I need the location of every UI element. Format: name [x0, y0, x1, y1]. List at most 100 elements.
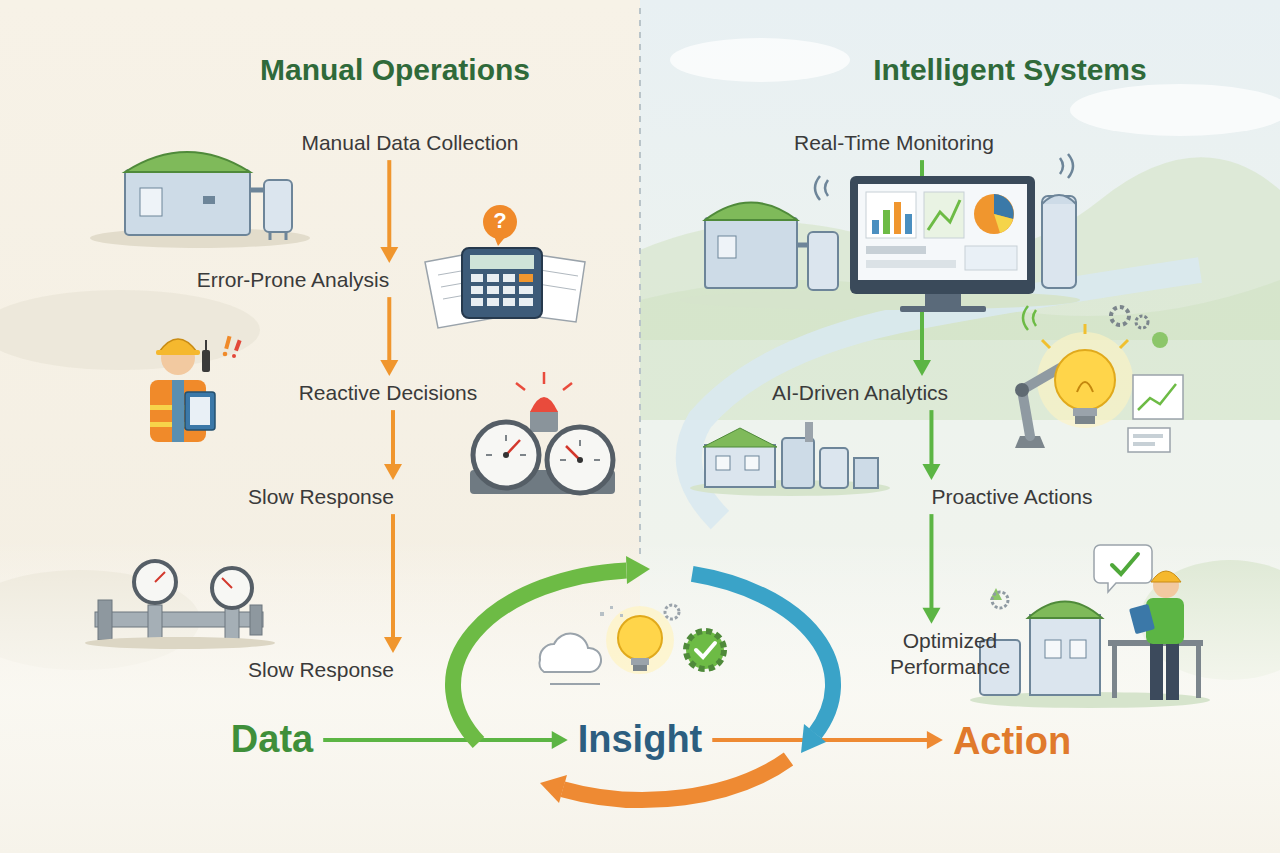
monitoring-station-part-part — [825, 180, 828, 196]
pipe-gauges-part — [134, 561, 176, 603]
worker-figure-part — [190, 397, 210, 425]
gauges-alarm-part-part — [579, 440, 581, 446]
digester-tank-part — [285, 232, 288, 240]
connector-line — [387, 297, 391, 364]
monitoring-station-part — [965, 246, 1017, 270]
gauges-alarm-part-part — [486, 454, 492, 456]
monitoring-station — [680, 154, 1080, 312]
calculator-papers-part — [483, 205, 517, 239]
plant-buildings-part — [716, 456, 730, 470]
gauges-alarm-part — [516, 383, 525, 390]
plant-buildings-part — [782, 438, 814, 488]
insight-cycle-part — [626, 556, 650, 584]
insight-cycle-part-part — [600, 612, 604, 616]
arrow-head — [380, 360, 398, 376]
connector-line — [929, 514, 933, 612]
plant-worker-part — [1129, 604, 1155, 634]
pipe-gauges — [85, 561, 275, 649]
connector-line — [391, 410, 395, 468]
calculator-papers-part — [494, 236, 506, 246]
plant-buildings-part — [745, 456, 759, 470]
gauges-alarm-part-part — [594, 459, 600, 461]
monitoring-station-part — [894, 202, 901, 234]
digester-tank-part — [125, 170, 250, 235]
process-step: Reactive Decisions — [293, 378, 484, 408]
pipe-gauges-part — [250, 605, 262, 635]
background-wash-part — [639, 8, 641, 560]
digester-tank-part — [140, 188, 162, 216]
insight-cycle-part — [453, 570, 626, 742]
flow-arrow — [323, 731, 568, 749]
step-label: Manual Data Collection — [301, 130, 518, 156]
insight-cycle-part — [563, 759, 789, 800]
icon-label: ? — [493, 207, 506, 235]
ai-robot-bulb-part — [1136, 316, 1148, 328]
insight-cycle-part — [631, 658, 649, 665]
monitoring-station-part — [1042, 196, 1076, 288]
worker-figure-part — [224, 336, 231, 350]
process-step: Proactive Actions — [925, 482, 1098, 512]
gauges-alarm-part — [543, 372, 546, 384]
flow-arrow — [922, 410, 940, 480]
plant-worker-part — [1094, 545, 1152, 592]
gauges-alarm-part — [506, 440, 520, 455]
arrow-head — [552, 731, 568, 749]
gauges-alarm-part-part — [520, 454, 526, 456]
monitoring-station-part — [718, 236, 736, 258]
monitoring-station-part — [905, 214, 912, 234]
ai-robot-bulb-part — [1077, 382, 1093, 392]
plant-worker-part — [1030, 615, 1100, 695]
monitoring-station-part — [866, 246, 926, 254]
ai-robot-bulb-part — [1042, 324, 1128, 348]
monitoring-station-part — [883, 210, 890, 234]
gauges-alarm-part — [563, 383, 572, 390]
ai-robot-bulb-part — [1138, 384, 1176, 410]
arrow-head — [922, 608, 940, 624]
flow-arrow — [384, 410, 402, 480]
flow-arrow — [922, 514, 940, 624]
pipe-gauges-part — [148, 605, 162, 640]
ai-robot-bulb-part-part — [1033, 310, 1036, 326]
insight-cycle-part — [801, 724, 826, 753]
gauges-alarm-part — [530, 397, 558, 412]
ai-robot-bulb-part — [1073, 408, 1097, 416]
digester-tank-part — [269, 232, 272, 240]
flow-arrow — [712, 731, 943, 749]
digester-tank-part — [125, 152, 250, 172]
plant-buildings-part — [854, 458, 878, 488]
arrow-head — [922, 464, 940, 480]
monitoring-station-part — [872, 220, 879, 234]
monitoring-station-part — [866, 192, 916, 238]
step-label: Slow Response — [248, 657, 394, 683]
column-panel: Intelligent SystemsReal-Time MonitoringA… — [640, 0, 1280, 705]
digester-tank-part — [203, 196, 215, 204]
worker-figure-part — [232, 354, 236, 358]
gauges-alarm-part — [577, 457, 583, 463]
plant-worker-part — [992, 592, 1008, 608]
worker-figure-part — [202, 350, 210, 372]
ai-robot-bulb-part — [1133, 375, 1183, 419]
plant-worker-part — [1151, 571, 1181, 582]
gauges-alarm — [470, 372, 615, 494]
calculator-papers — [425, 205, 585, 328]
plant-worker — [970, 545, 1210, 708]
insight-cycle-part-part — [610, 606, 613, 609]
insight-cycle-part — [606, 606, 674, 674]
ai-robot-bulb-part — [1055, 350, 1115, 410]
plant-worker-part — [1112, 646, 1117, 698]
ai-robot-bulb-part — [1152, 332, 1168, 348]
calculator-papers-part-part — [487, 298, 499, 306]
gauges-alarm-part — [473, 422, 539, 488]
gauges-alarm-part — [547, 427, 613, 493]
worker-figure-part — [156, 350, 200, 355]
monitoring-station-part — [815, 154, 1073, 200]
monitoring-station-part — [925, 294, 961, 308]
ai-robot-bulb-part — [1133, 434, 1163, 438]
plant-worker-part — [1196, 646, 1201, 698]
insight-cycle-part — [600, 606, 623, 617]
column-heading: Intelligent Systems — [873, 51, 1146, 89]
step-label: Reactive Decisions — [299, 380, 478, 406]
plant-buildings-part — [705, 445, 775, 487]
background-wash-part — [0, 540, 1280, 853]
